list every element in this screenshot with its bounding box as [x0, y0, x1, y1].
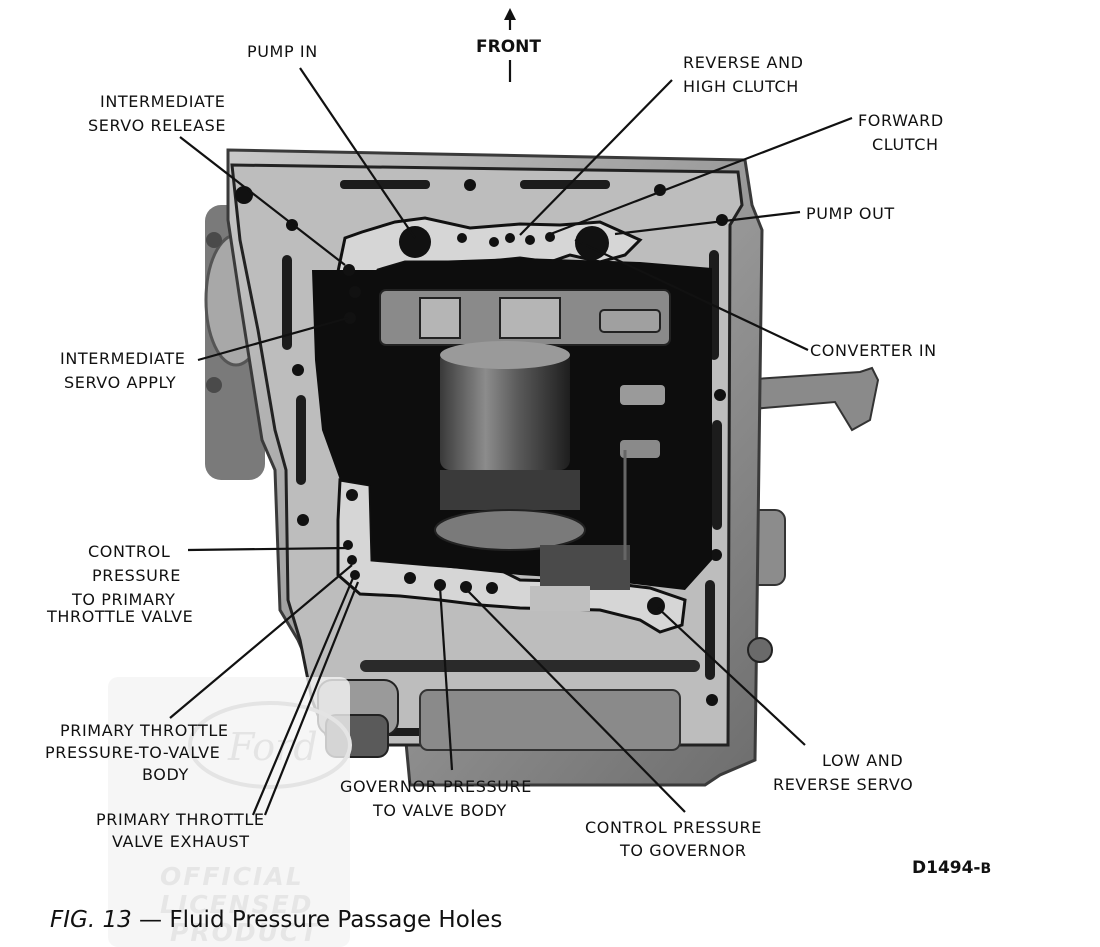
lower-passage-holes: [343, 489, 665, 615]
label-governor-pressure-1: GOVERNOR PRESSURE: [340, 777, 532, 796]
front-indicator: FRONT: [476, 8, 541, 82]
label-control-pressure-pt-4: THROTTLE VALVE: [46, 607, 193, 626]
ford-logo-script: Ford: [227, 725, 318, 769]
manual-lever: [739, 366, 880, 432]
label-int-servo-apply-2: SERVO APPLY: [64, 373, 176, 392]
callout-labels: PUMP IN REVERSE AND HIGH CLUTCH INTERMED…: [45, 42, 944, 860]
label-control-pressure-gov-2: TO GOVERNOR: [619, 841, 747, 860]
label-control-pressure-gov-1: CONTROL PRESSURE: [585, 818, 762, 837]
watermark-line-3: PRODUCT: [170, 918, 319, 947]
figure-code: D1494-B: [912, 858, 991, 878]
label-pt-valve-exhaust-1: PRIMARY THROTTLE: [96, 810, 265, 829]
label-low-reverse-servo-2: REVERSE SERVO: [773, 775, 913, 794]
label-pt-pressure-valve-body-3: BODY: [142, 765, 189, 784]
label-pt-pressure-valve-body-2: PRESSURE-TO-VALVE: [45, 743, 220, 762]
label-forward-clutch-2: CLUTCH: [872, 135, 939, 154]
label-control-pressure-pt-1: CONTROL: [88, 542, 170, 561]
watermark-box: [108, 677, 350, 947]
label-converter-in: CONVERTER IN: [810, 341, 937, 360]
label-reverse-high-clutch-1: REVERSE AND: [683, 53, 804, 72]
watermark-line-2: LICENSED: [160, 890, 313, 919]
watermark: Ford OFFICIAL LICENSED PRODUCT: [108, 677, 352, 947]
label-int-servo-apply-1: INTERMEDIATE: [60, 349, 185, 368]
label-pump-in: PUMP IN: [247, 42, 318, 61]
label-front: FRONT: [476, 37, 541, 57]
transmission-case-illustration: [204, 148, 880, 787]
label-reverse-high-clutch-2: HIGH CLUTCH: [683, 77, 799, 96]
label-pt-valve-exhaust-2: VALVE EXHAUST: [112, 832, 250, 851]
governor-gear: [434, 509, 586, 551]
watermark-line-1: OFFICIAL: [160, 862, 304, 891]
figure-caption: FIG. 13 — Fluid Pressure Passage Holes: [50, 907, 502, 933]
label-int-servo-release-1: INTERMEDIATE: [100, 92, 225, 111]
label-control-pressure-pt-3: TO PRIMARY: [71, 590, 176, 609]
label-pt-pressure-valve-body-1: PRIMARY THROTTLE: [60, 721, 229, 740]
label-forward-clutch-1: FORWARD: [858, 111, 944, 130]
label-low-reverse-servo-1: LOW AND: [822, 751, 903, 770]
label-int-servo-release-2: SERVO RELEASE: [88, 116, 226, 135]
label-governor-pressure-2: TO VALVE BODY: [372, 801, 507, 820]
label-pump-out: PUMP OUT: [806, 204, 895, 223]
arrow-up-icon: [504, 8, 516, 20]
accumulator-cylinder: [440, 350, 570, 470]
label-control-pressure-pt-2: PRESSURE: [92, 566, 181, 585]
leader-lines: [169, 67, 853, 816]
ford-logo-oval: [188, 701, 352, 789]
